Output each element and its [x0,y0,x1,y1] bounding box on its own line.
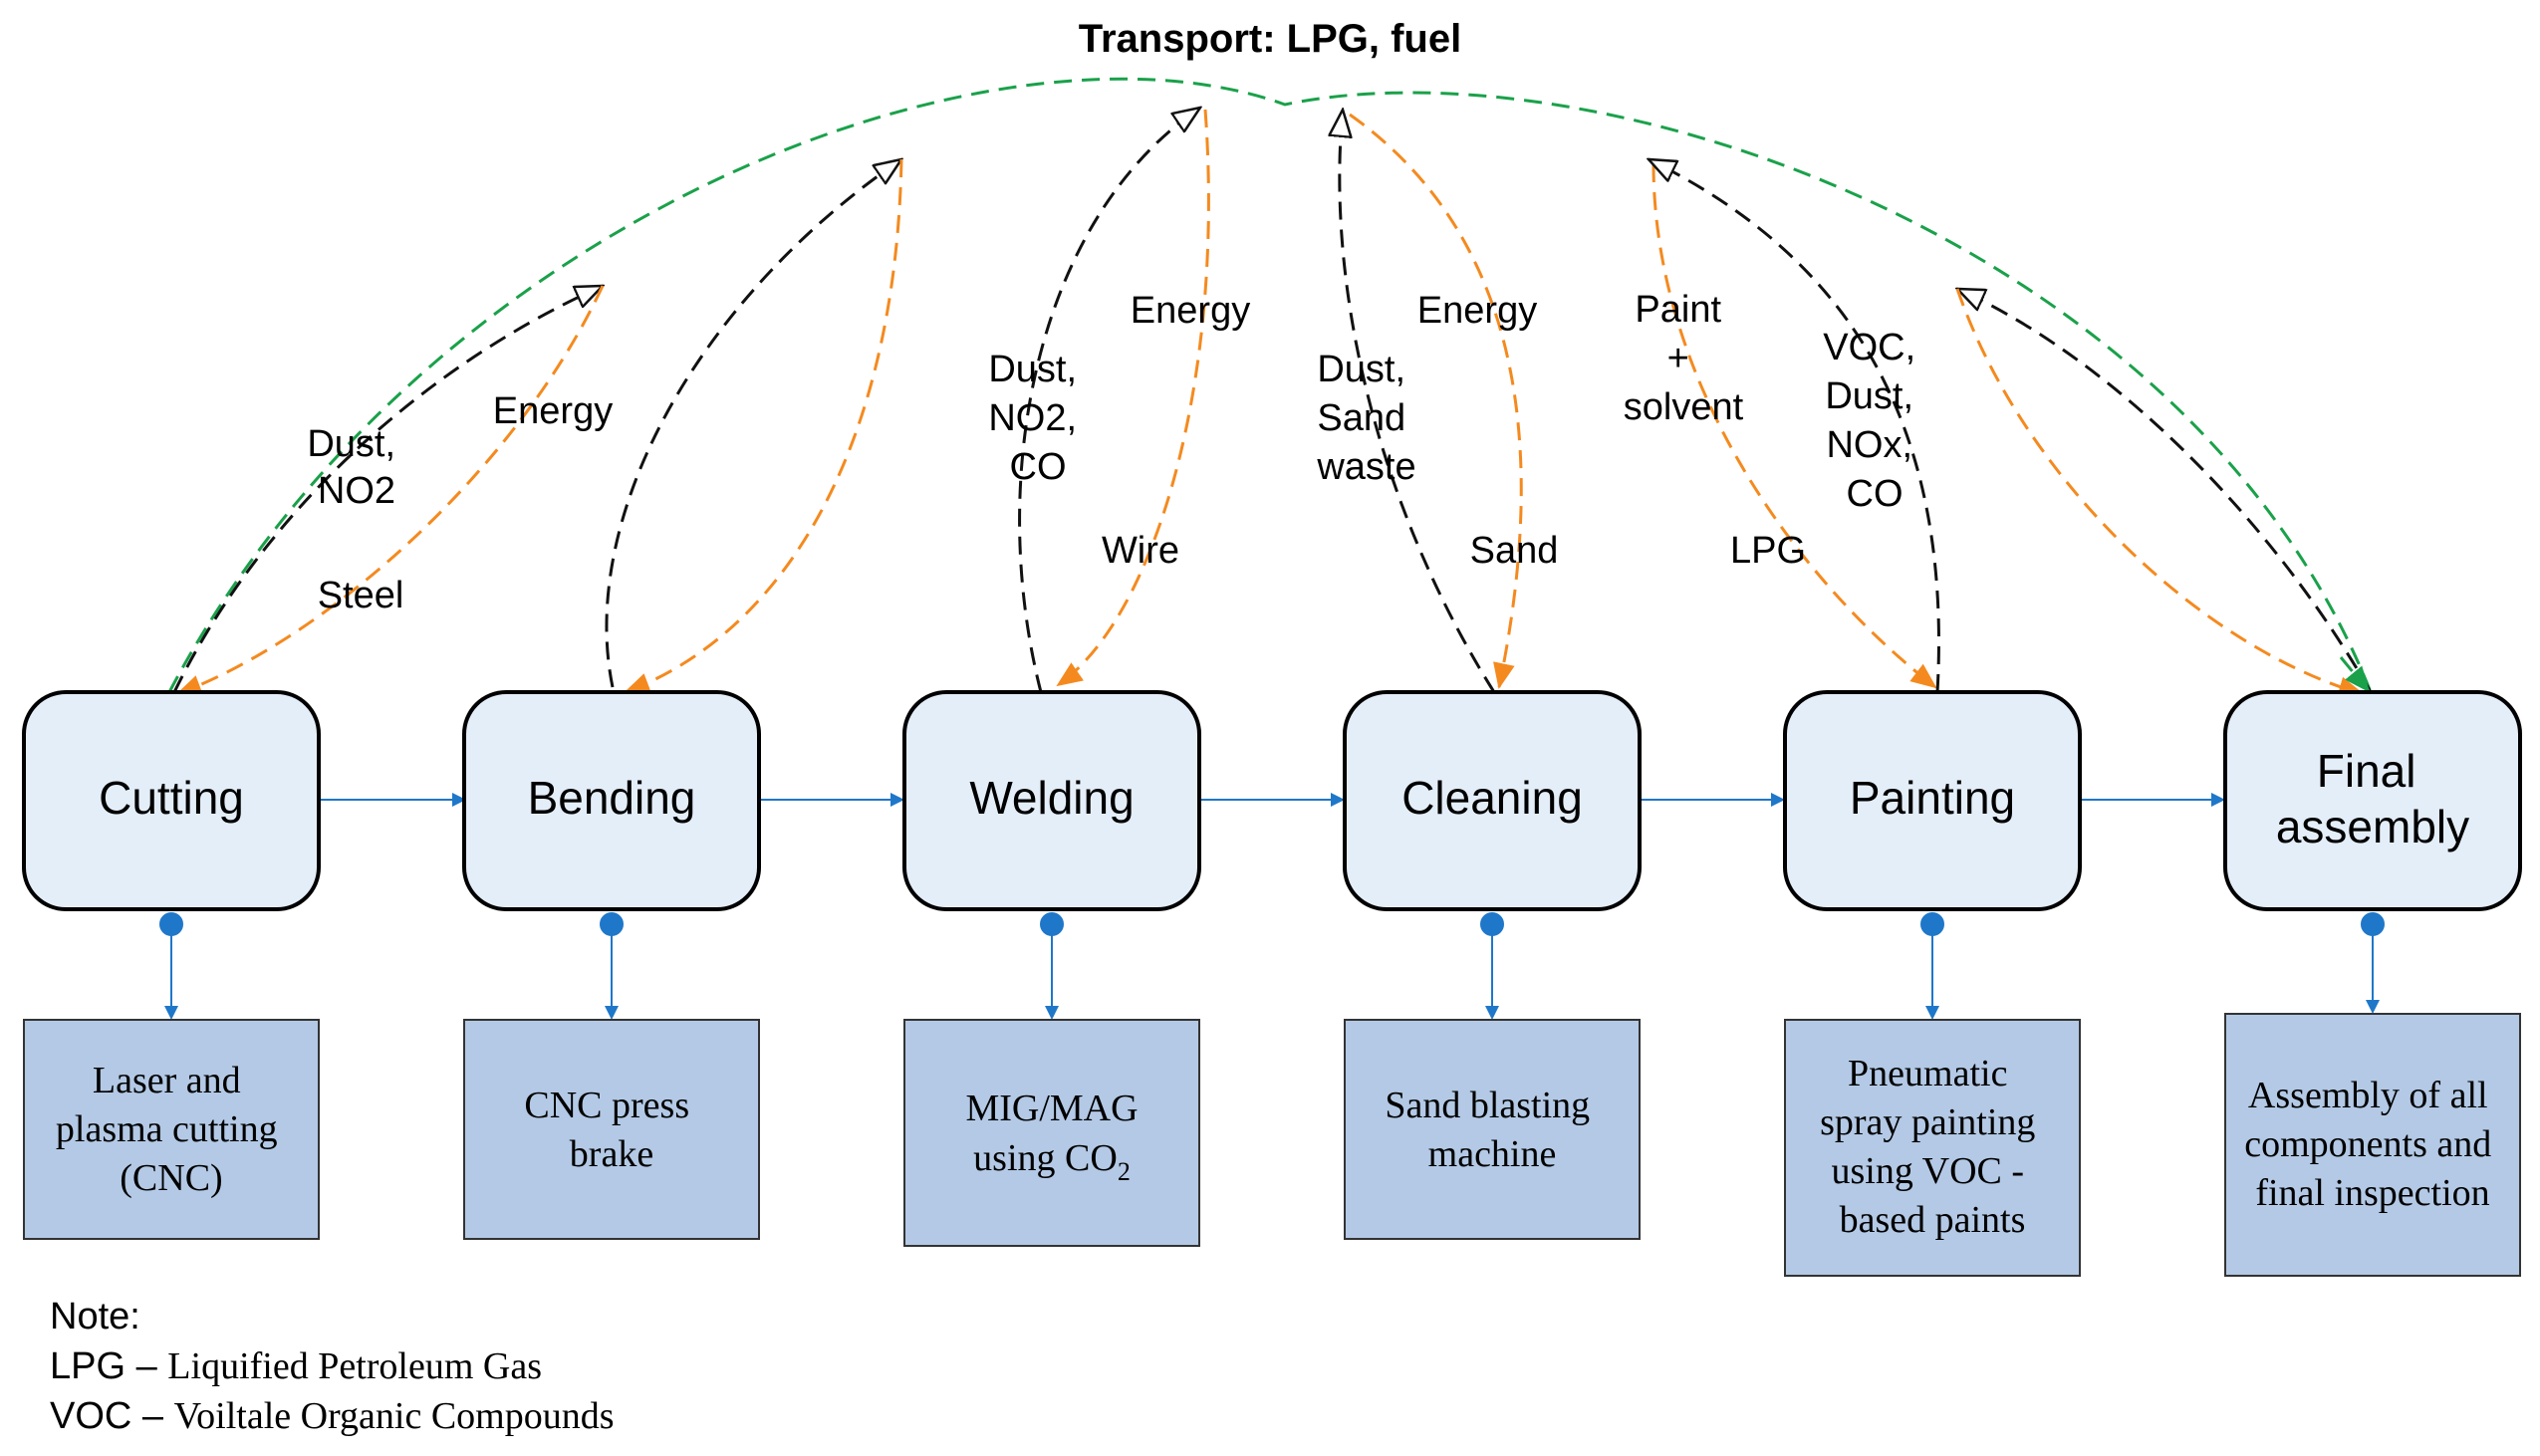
final-transport-arrowhead [2339,656,2371,693]
process-final-assembly: Final assembly [2223,690,2522,911]
detail-box [2224,1013,2521,1277]
final-assembly-flows [1955,287,2373,698]
detail-cleaning: Sand blasting machine [1344,1019,1641,1240]
cleaning-flows [1340,110,1523,693]
process-label: Cleaning [1401,772,1583,824]
connector-dot [1920,912,1944,936]
painting-lpg-label: LPG [1730,530,1806,572]
detail-final-assembly: Assembly of all components and final ins… [2224,1013,2521,1277]
detail-text: Laser and plasma cutting (CNC) [56,1060,287,1199]
process-label: Final assembly [2276,745,2469,852]
detail-bending: CNC press brake [463,1019,760,1240]
painting-input-arrow [1651,163,1937,689]
process-cleaning: Cleaning [1343,690,1642,911]
detail-cutting: Laser and plasma cutting (CNC) [23,1019,320,1240]
bending-output-arrow [605,159,901,688]
cutting-output-label: Dust, NO2 [307,423,405,512]
welding-wire-label: Wire [1102,530,1179,572]
process-label: Welding [969,772,1134,824]
painting-flows [1649,159,1940,693]
process-label: Painting [1850,772,2015,824]
cleaning-input-arrow [1349,113,1523,689]
connector-dot [1480,912,1504,936]
painting-input-label: Paint + solvent [1624,289,1744,428]
detail-box [1344,1019,1641,1240]
cleaning-sand-label: Sand [1470,530,1559,572]
transport-arc [167,77,2373,693]
detail-text: Assembly of all components and final ins… [2244,1075,2501,1214]
welding-input-arrow [1056,109,1210,687]
process-box [2223,690,2522,911]
process-box [22,690,321,911]
detail-box [903,1019,1200,1247]
detail-text: CNC press brake [524,1085,698,1175]
welding-flows [1018,108,1210,693]
cutting-input-arrow [175,285,605,696]
connector-dot [2361,912,2385,936]
diagram-title: Transport: LPG, fuel [1079,17,1461,61]
cutting-flows [172,284,605,696]
connector-dot [1040,912,1064,936]
detail-connectors [159,912,2385,1020]
process-box [902,690,1201,911]
cleaning-output-label: Dust, Sand waste [1316,349,1415,488]
process-bending: Bending [462,690,761,911]
welding-output-label: Dust, NO2, CO [988,349,1087,488]
process-label: Bending [528,772,696,824]
cutting-energy-label: Energy [493,390,613,432]
process-welding: Welding [902,690,1201,911]
process-box [1783,690,2082,911]
detail-box [23,1019,320,1240]
detail-text: Sand blasting machine [1385,1085,1599,1175]
connector-dot [159,912,183,936]
detail-boxes: Laser and plasma cutting (CNC) CNC press… [23,1013,2521,1277]
process-painting: Painting [1783,690,2082,911]
detail-box [463,1019,760,1240]
cutting-output-arrow [172,284,603,693]
bending-flows [605,158,903,694]
note-line-voc: VOC – Voiltale Organic Compounds [50,1395,615,1437]
bending-input-arrow [624,158,903,694]
final-output-arrow [1957,287,2373,693]
note-heading: Note: [50,1296,140,1337]
cleaning-energy-label: Energy [1417,290,1537,332]
painting-output-label: VOC, Dust, NOx, CO [1823,327,1925,515]
transport-arc-line [167,77,2373,693]
connector-dot [600,912,624,936]
note-line-lpg: LPG – Liquified Petroleum Gas [50,1345,542,1387]
welding-energy-label: Energy [1131,290,1250,332]
detail-welding: MIG/MAG using CO2 [903,1019,1200,1247]
welding-output-arrow [1018,108,1200,693]
process-cutting: Cutting [22,690,321,911]
detail-text-co2: using CO2 [973,1137,1131,1186]
cleaning-output-arrow [1340,110,1496,693]
detail-box [1784,1019,2081,1277]
process-box [1343,690,1642,911]
detail-text: MIG/MAG [965,1088,1138,1129]
flow-labels: Dust, NO2 Energy Steel Dust, NO2, CO Ene… [307,289,1925,616]
process-label: Cutting [99,772,244,824]
detail-painting: Pneumatic spray painting using VOC - bas… [1784,1019,2081,1277]
process-box [462,690,761,911]
note: Note: LPG – Liquified Petroleum Gas VOC … [50,1296,615,1437]
cutting-steel-label: Steel [318,575,404,616]
process-boxes: Cutting Bending Welding Cleaning Paintin… [22,690,2522,911]
final-input-arrow [1955,288,2365,698]
detail-text: Pneumatic spray painting using VOC - bas… [1820,1053,2045,1241]
painting-output-arrow [1649,159,1940,693]
